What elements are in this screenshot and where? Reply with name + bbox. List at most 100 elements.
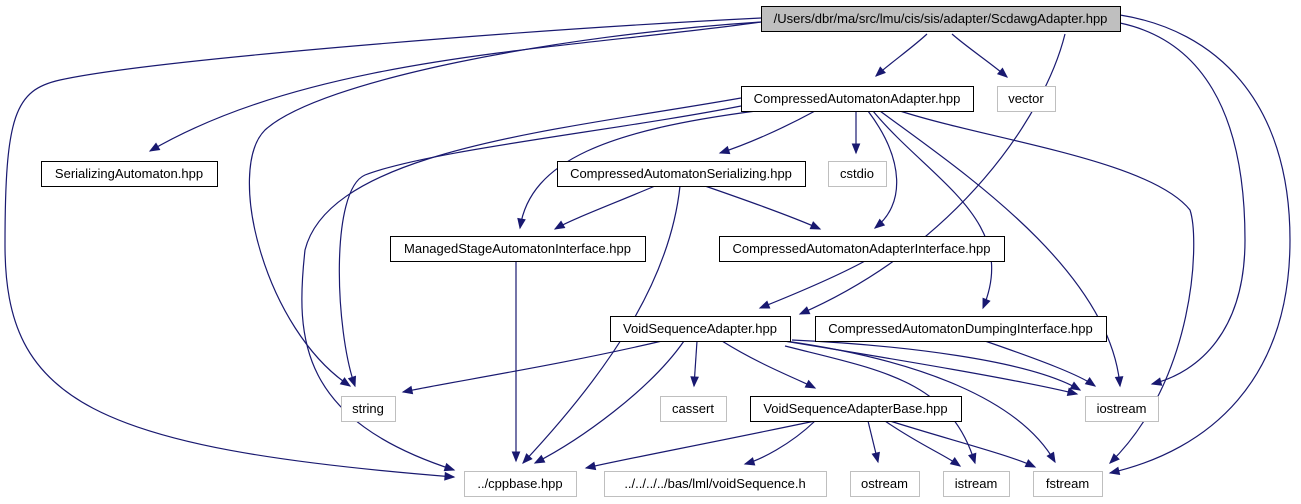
edge-arrowhead bbox=[1109, 453, 1120, 464]
dependency-edge bbox=[784, 345, 976, 464]
node-box bbox=[610, 316, 791, 342]
edge-arrowhead bbox=[148, 142, 161, 152]
node-voidseq: ../../../../bas/lml/voidSequence.h bbox=[604, 471, 827, 497]
edge-arrowhead bbox=[1108, 466, 1121, 476]
node-box bbox=[464, 471, 577, 497]
node-cppbase: ../cppbase.hpp bbox=[464, 471, 577, 497]
node-box bbox=[390, 236, 646, 262]
node-label: ManagedStageAutomatonInterface.hpp bbox=[404, 241, 631, 256]
node-box bbox=[997, 86, 1056, 112]
dependency-edge bbox=[791, 339, 1081, 391]
dependency-edge bbox=[149, 21, 762, 152]
node-label: ../../../../bas/lml/voidSequence.h bbox=[624, 476, 805, 491]
edge-arrowhead bbox=[949, 456, 962, 467]
dependency-edge bbox=[554, 185, 656, 230]
edge-arrowhead bbox=[871, 451, 880, 464]
edge-arrowhead bbox=[809, 221, 822, 230]
node-label: vector bbox=[1008, 91, 1044, 106]
dependency-edge bbox=[338, 105, 742, 387]
node-cassert: cassert bbox=[660, 396, 727, 422]
edge-arrowhead bbox=[804, 379, 817, 389]
node-caai[interactable]: CompressedAutomatonAdapterInterface.hpp bbox=[719, 236, 1005, 262]
dependency-edge bbox=[899, 110, 1195, 464]
node-cadi[interactable]: CompressedAutomatonDumpingInterface.hpp bbox=[815, 316, 1107, 342]
edge-arrowhead bbox=[584, 461, 597, 471]
edge-arrowhead bbox=[1114, 376, 1124, 388]
edge-arrowhead bbox=[339, 377, 352, 387]
edge-arrowhead bbox=[1150, 377, 1163, 386]
node-label: SerializingAutomaton.hpp bbox=[55, 166, 203, 181]
dependency-edge bbox=[1109, 14, 1291, 474]
edge-arrowhead bbox=[873, 218, 886, 229]
node-box bbox=[815, 316, 1107, 342]
edge-arrowhead bbox=[522, 453, 533, 464]
dependency-edge bbox=[744, 420, 816, 465]
node-istream: istream bbox=[943, 471, 1010, 497]
edge-arrowhead bbox=[401, 385, 414, 395]
dependency-edge bbox=[799, 33, 1066, 315]
node-label: fstream bbox=[1046, 476, 1089, 491]
edge-arrowhead bbox=[982, 297, 991, 310]
dependency-edge bbox=[879, 110, 1121, 387]
node-box bbox=[761, 6, 1121, 32]
dependency-edge bbox=[759, 260, 866, 309]
node-root[interactable]: /Users/dbr/ma/src/lmu/cis/sis/adapter/Sc… bbox=[761, 6, 1121, 32]
node-box bbox=[604, 471, 827, 497]
nodes-layer: /Users/dbr/ma/src/lmu/cis/sis/adapter/Sc… bbox=[41, 6, 1159, 497]
edge-arrowhead bbox=[443, 462, 456, 472]
node-cstdio: cstdio bbox=[828, 161, 887, 187]
dependency-edge bbox=[783, 340, 1078, 395]
edge-arrowhead bbox=[798, 306, 811, 315]
dependency-edge bbox=[519, 110, 757, 229]
node-label: iostream bbox=[1097, 401, 1147, 416]
dependency-edge bbox=[534, 340, 685, 464]
node-fstream: fstream bbox=[1033, 471, 1103, 497]
node-label: istream bbox=[955, 476, 998, 491]
node-label: cassert bbox=[672, 401, 714, 416]
node-box bbox=[1033, 471, 1103, 497]
edge-arrowhead bbox=[347, 375, 357, 388]
node-box bbox=[719, 236, 1005, 262]
node-label: CompressedAutomatonAdapter.hpp bbox=[754, 91, 961, 106]
dependency-edge bbox=[719, 110, 816, 154]
edge-arrowhead bbox=[1069, 381, 1082, 391]
edge-arrowhead bbox=[1024, 459, 1037, 468]
edge-arrowhead bbox=[1046, 451, 1056, 464]
edges-layer bbox=[4, 14, 1291, 481]
dependency-edge bbox=[951, 33, 1008, 78]
node-label: ../cppbase.hpp bbox=[477, 476, 562, 491]
edge-arrowhead bbox=[851, 143, 861, 155]
node-sa[interactable]: SerializingAutomaton.hpp bbox=[41, 161, 218, 187]
node-vsa[interactable]: VoidSequenceAdapter.hpp bbox=[610, 316, 791, 342]
node-msai[interactable]: ManagedStageAutomatonInterface.hpp bbox=[390, 236, 646, 262]
node-label: cstdio bbox=[840, 166, 874, 181]
edge-arrowhead bbox=[996, 67, 1009, 78]
node-cas[interactable]: CompressedAutomatonSerializing.hpp bbox=[557, 161, 806, 187]
node-box bbox=[943, 471, 1010, 497]
node-box bbox=[1085, 396, 1159, 422]
edge-arrowhead bbox=[968, 452, 977, 465]
node-box bbox=[41, 161, 218, 187]
dependency-edge bbox=[1119, 22, 1246, 385]
node-vector: vector bbox=[997, 86, 1056, 112]
node-caa[interactable]: CompressedAutomatonAdapter.hpp bbox=[741, 86, 974, 112]
node-vsab[interactable]: VoidSequenceAdapterBase.hpp bbox=[750, 396, 962, 422]
dependency-edge bbox=[784, 340, 1056, 463]
node-box bbox=[741, 86, 974, 112]
node-label: ostream bbox=[861, 476, 908, 491]
edge-arrowhead bbox=[1084, 377, 1097, 387]
dependency-edge bbox=[4, 17, 762, 478]
edge-arrowhead bbox=[1066, 387, 1079, 396]
dependency-edge bbox=[248, 21, 762, 387]
node-label: VoidSequenceAdapter.hpp bbox=[623, 321, 777, 336]
edge-arrowhead bbox=[553, 220, 566, 230]
dependency-edge bbox=[889, 420, 1036, 468]
edge-arrowhead bbox=[690, 376, 699, 388]
node-box bbox=[557, 161, 806, 187]
node-label: CompressedAutomatonDumpingInterface.hpp bbox=[828, 321, 1092, 336]
edge-arrowhead bbox=[444, 471, 456, 481]
edge-arrowhead bbox=[511, 451, 521, 463]
node-ostream: ostream bbox=[850, 471, 920, 497]
node-box bbox=[828, 161, 887, 187]
